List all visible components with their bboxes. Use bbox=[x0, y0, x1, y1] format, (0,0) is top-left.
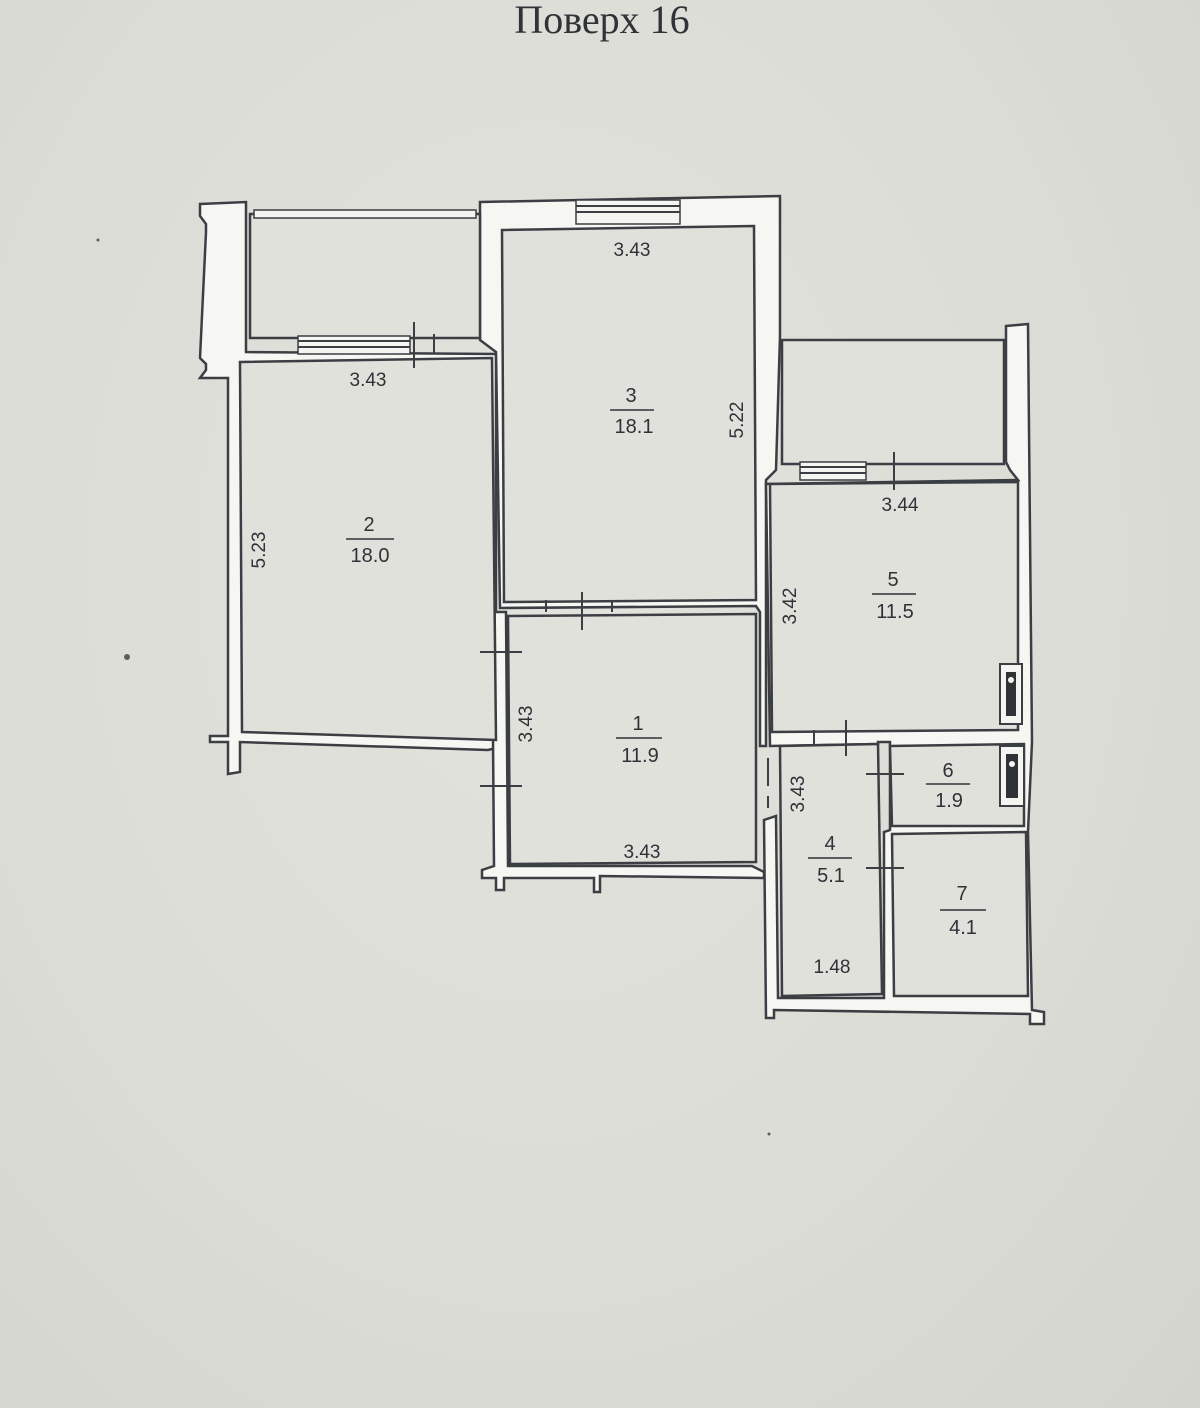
room-label-7: 7 4.1 bbox=[940, 883, 986, 939]
svg-text:5.1: 5.1 bbox=[817, 865, 845, 887]
door-marks bbox=[413, 322, 904, 869]
room-6-outline bbox=[888, 742, 1026, 828]
room-label-5: 5 11.5 bbox=[872, 569, 916, 623]
svg-text:1: 1 bbox=[632, 713, 643, 735]
room-label-2: 2 18.0 bbox=[346, 514, 394, 567]
room-label-1: 1 11.9 bbox=[616, 713, 662, 767]
svg-text:18.1: 18.1 bbox=[615, 416, 654, 438]
svg-text:18.0: 18.0 bbox=[351, 545, 390, 567]
dimension-room3-length: 5.22 bbox=[727, 402, 748, 439]
dimension-room2-length: 5.23 bbox=[249, 532, 270, 569]
window-room-5 bbox=[799, 461, 867, 481]
toilet-fixture bbox=[999, 745, 1025, 807]
balcony-top-left bbox=[248, 212, 482, 340]
dimension-room3-width: 3.43 bbox=[614, 240, 651, 261]
svg-text:11.9: 11.9 bbox=[621, 745, 658, 767]
room-label-6: 6 1.9 bbox=[926, 760, 970, 812]
room-7-outline bbox=[890, 830, 1030, 998]
sink-fixture bbox=[999, 663, 1023, 725]
windows bbox=[253, 199, 867, 481]
room-label-3: 3 18.1 bbox=[610, 385, 654, 438]
balcony-right bbox=[780, 338, 1006, 466]
svg-text:4: 4 bbox=[824, 833, 835, 855]
dimension-room4-length: 3.43 bbox=[788, 776, 809, 813]
dimension-room4-width: 1.48 bbox=[814, 957, 851, 978]
room-5-outline bbox=[768, 480, 1020, 734]
dimension-room5-width: 3.44 bbox=[882, 495, 919, 516]
dimension-room1-side: 3.43 bbox=[516, 706, 537, 743]
dimension-room1-bottom: 3.43 bbox=[624, 842, 661, 863]
svg-text:3: 3 bbox=[625, 385, 636, 407]
svg-text:2: 2 bbox=[363, 514, 374, 536]
bottom-middle-wall-block bbox=[480, 610, 766, 894]
svg-text:11.5: 11.5 bbox=[876, 601, 913, 623]
dimension-room5-length: 3.42 bbox=[780, 588, 801, 625]
floor-title: Поверх 16 bbox=[514, 0, 690, 42]
svg-text:7: 7 bbox=[956, 883, 967, 905]
svg-text:6: 6 bbox=[942, 760, 953, 782]
room-label-4: 4 5.1 bbox=[808, 833, 852, 887]
paper-speck bbox=[124, 654, 130, 660]
room-2-outline bbox=[238, 356, 498, 742]
svg-text:1.9: 1.9 bbox=[935, 790, 963, 812]
dimension-room2-width: 3.43 bbox=[350, 370, 387, 391]
window-balcony-top-left bbox=[253, 209, 477, 219]
svg-text:4.1: 4.1 bbox=[949, 917, 977, 939]
window-room-2 bbox=[297, 335, 411, 355]
paper-speck bbox=[767, 1132, 771, 1136]
room-1-outline bbox=[506, 612, 758, 866]
room-3-outline bbox=[500, 224, 758, 604]
svg-text:5: 5 bbox=[887, 569, 898, 591]
paper-speck bbox=[96, 238, 100, 242]
